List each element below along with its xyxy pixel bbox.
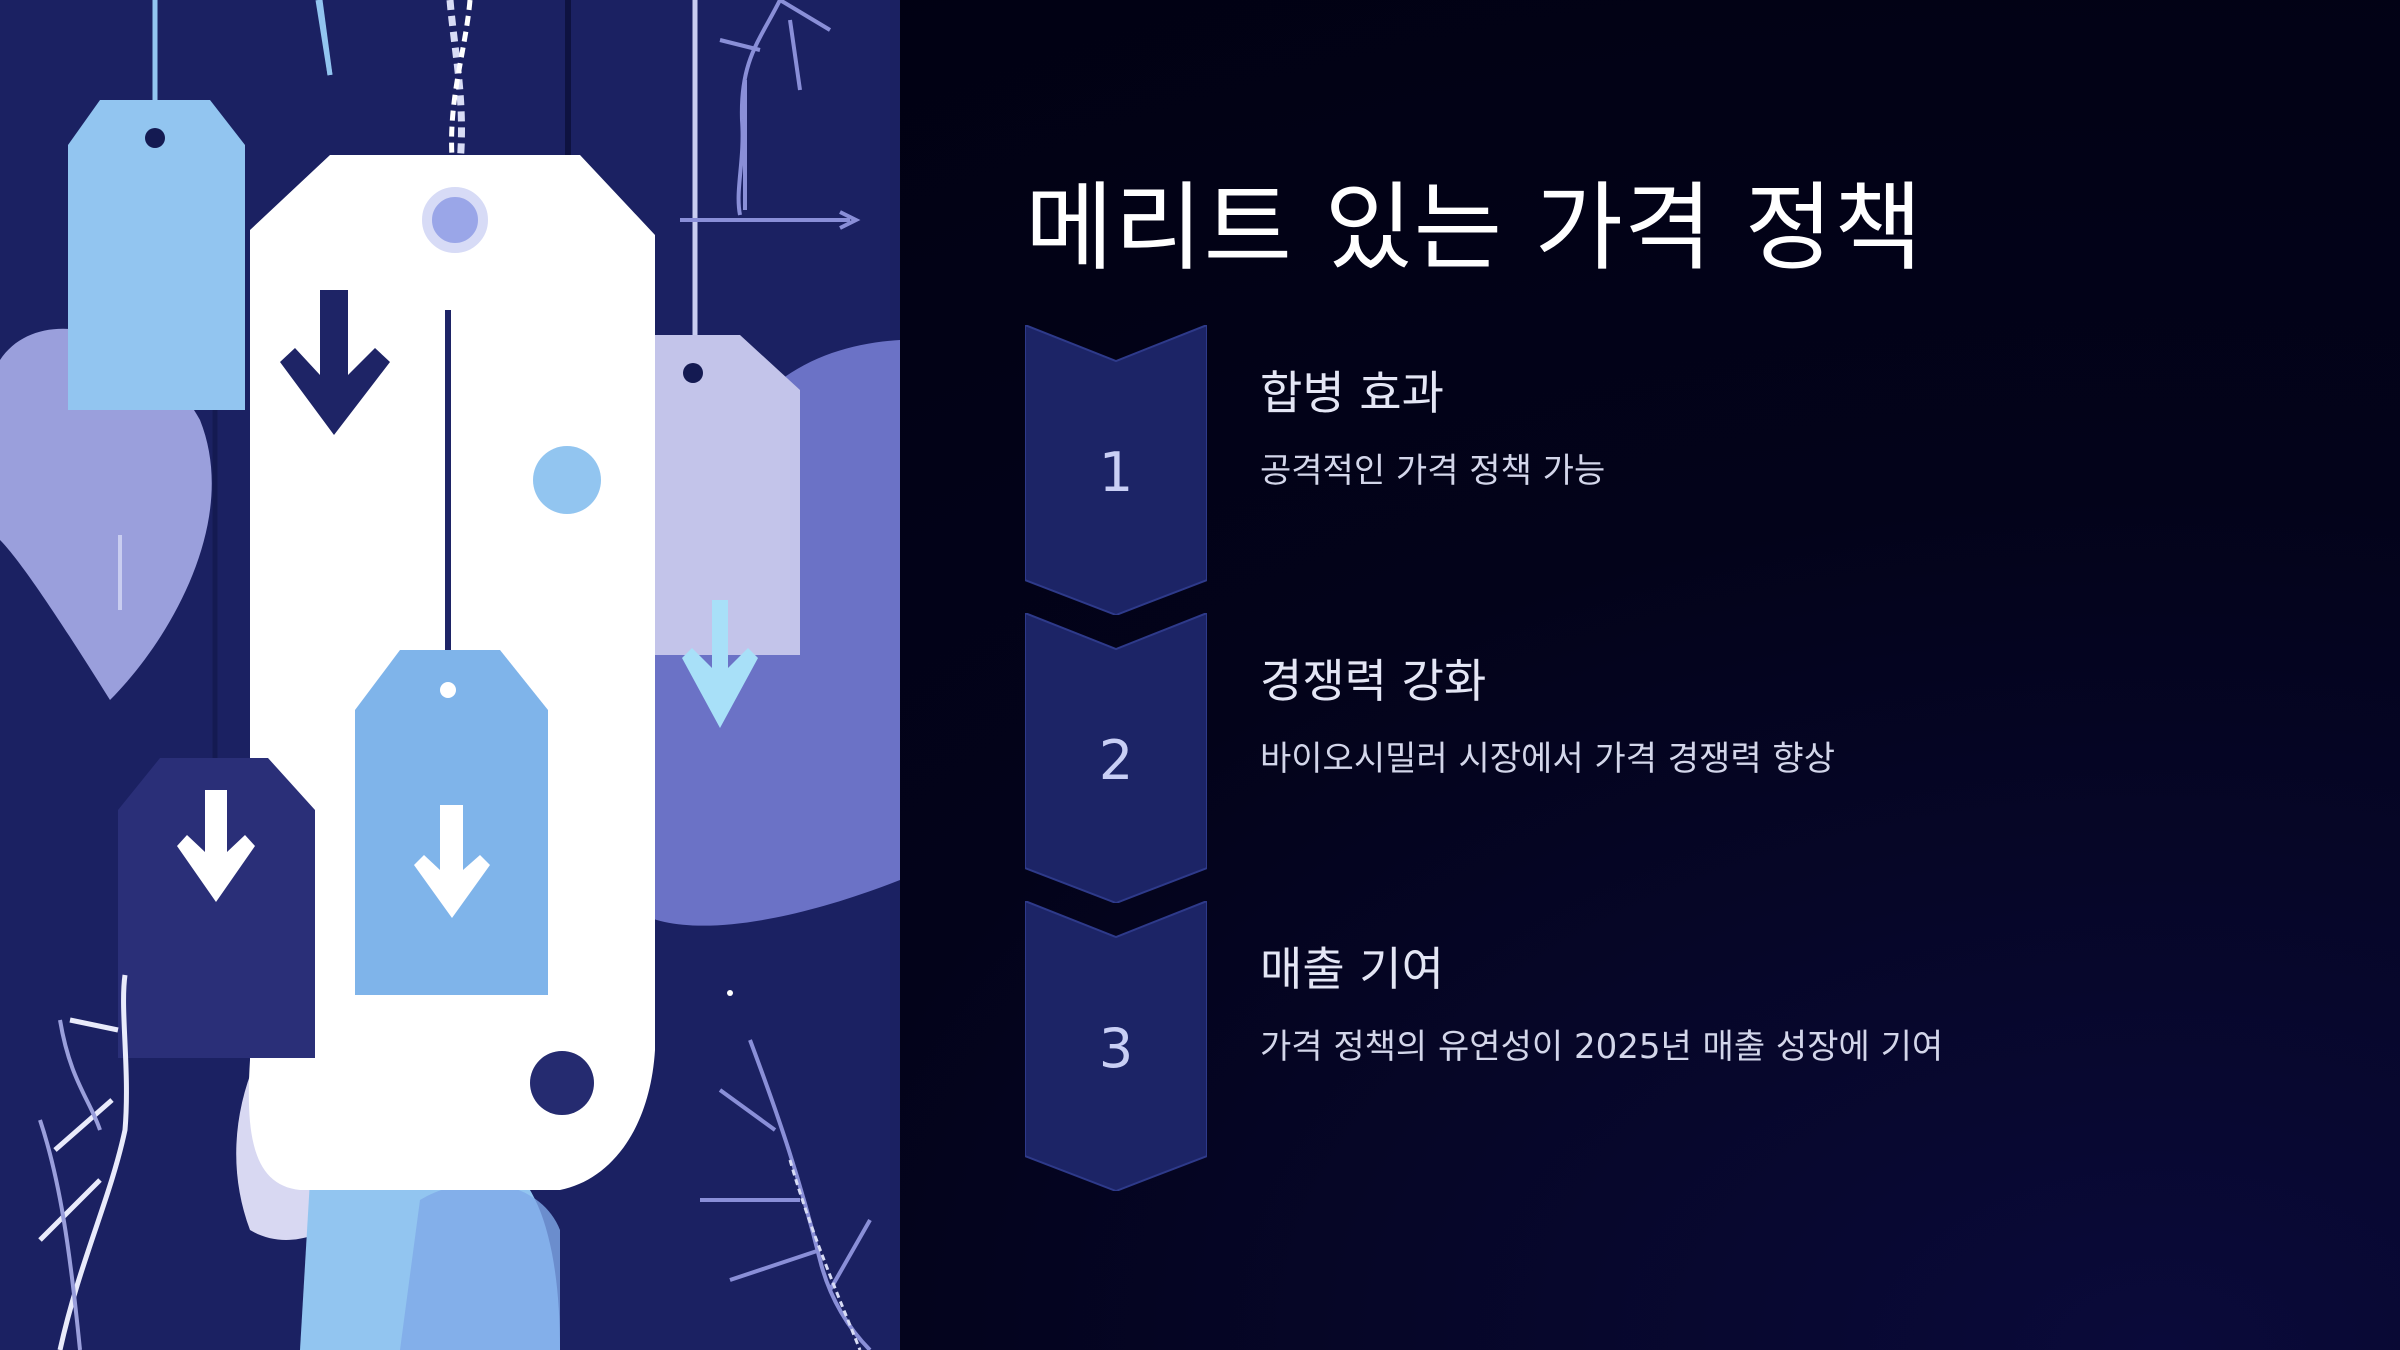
- step-number: 3: [1098, 1017, 1134, 1080]
- step-heading: 합병 효과: [1260, 366, 1444, 420]
- down-arrow-icon: [682, 600, 758, 728]
- step-2: 2 경쟁력 강화 바이오시밀러 시장에서 가격 경쟁력 향상: [1025, 613, 1965, 903]
- lavender-blob-left: [0, 328, 212, 700]
- branch-icon: [700, 1039, 872, 1350]
- down-arrow-icon: [177, 790, 255, 902]
- step-description: 바이오시밀러 시장에서 가격 경쟁력 향상: [1260, 739, 1835, 779]
- branch-icon: [38, 974, 129, 1350]
- step-number: 2: [1098, 729, 1134, 792]
- price-tags-illustration: [0, 0, 900, 1350]
- price-tag-icon: [68, 100, 245, 410]
- step-description: 가격 정책의 유연성이 2025년 매출 성장에 기여: [1260, 1027, 1944, 1067]
- price-tag-icon: [118, 758, 315, 1058]
- step-heading: 매출 기여: [1260, 942, 1444, 996]
- branch-icon: [38, 1019, 102, 1350]
- chevron-shape: [1025, 613, 1207, 903]
- step-number: 1: [1098, 441, 1134, 504]
- branch-icon: [788, 1159, 862, 1350]
- step-heading: 경쟁력 강화: [1260, 654, 1487, 708]
- chevron-shape: [1025, 901, 1207, 1191]
- chevron-shape: [1025, 325, 1207, 615]
- branch-icon: [719, 0, 832, 216]
- down-arrow-icon: [280, 290, 390, 435]
- price-tag-icon: [655, 335, 800, 655]
- step-3: 3 매출 기여 가격 정책의 유연성이 2025년 매출 성장에 기여: [1025, 901, 1965, 1191]
- down-arrow-icon: [414, 805, 490, 918]
- blue-blob-bottom: [400, 1183, 560, 1350]
- step-description: 공격적인 가격 정책 가능: [1260, 451, 1606, 491]
- step-1: 1 합병 효과 공격적인 가격 정책 가능: [1025, 325, 1965, 615]
- page-title: 메리트 있는 가격 정책: [1025, 172, 1924, 284]
